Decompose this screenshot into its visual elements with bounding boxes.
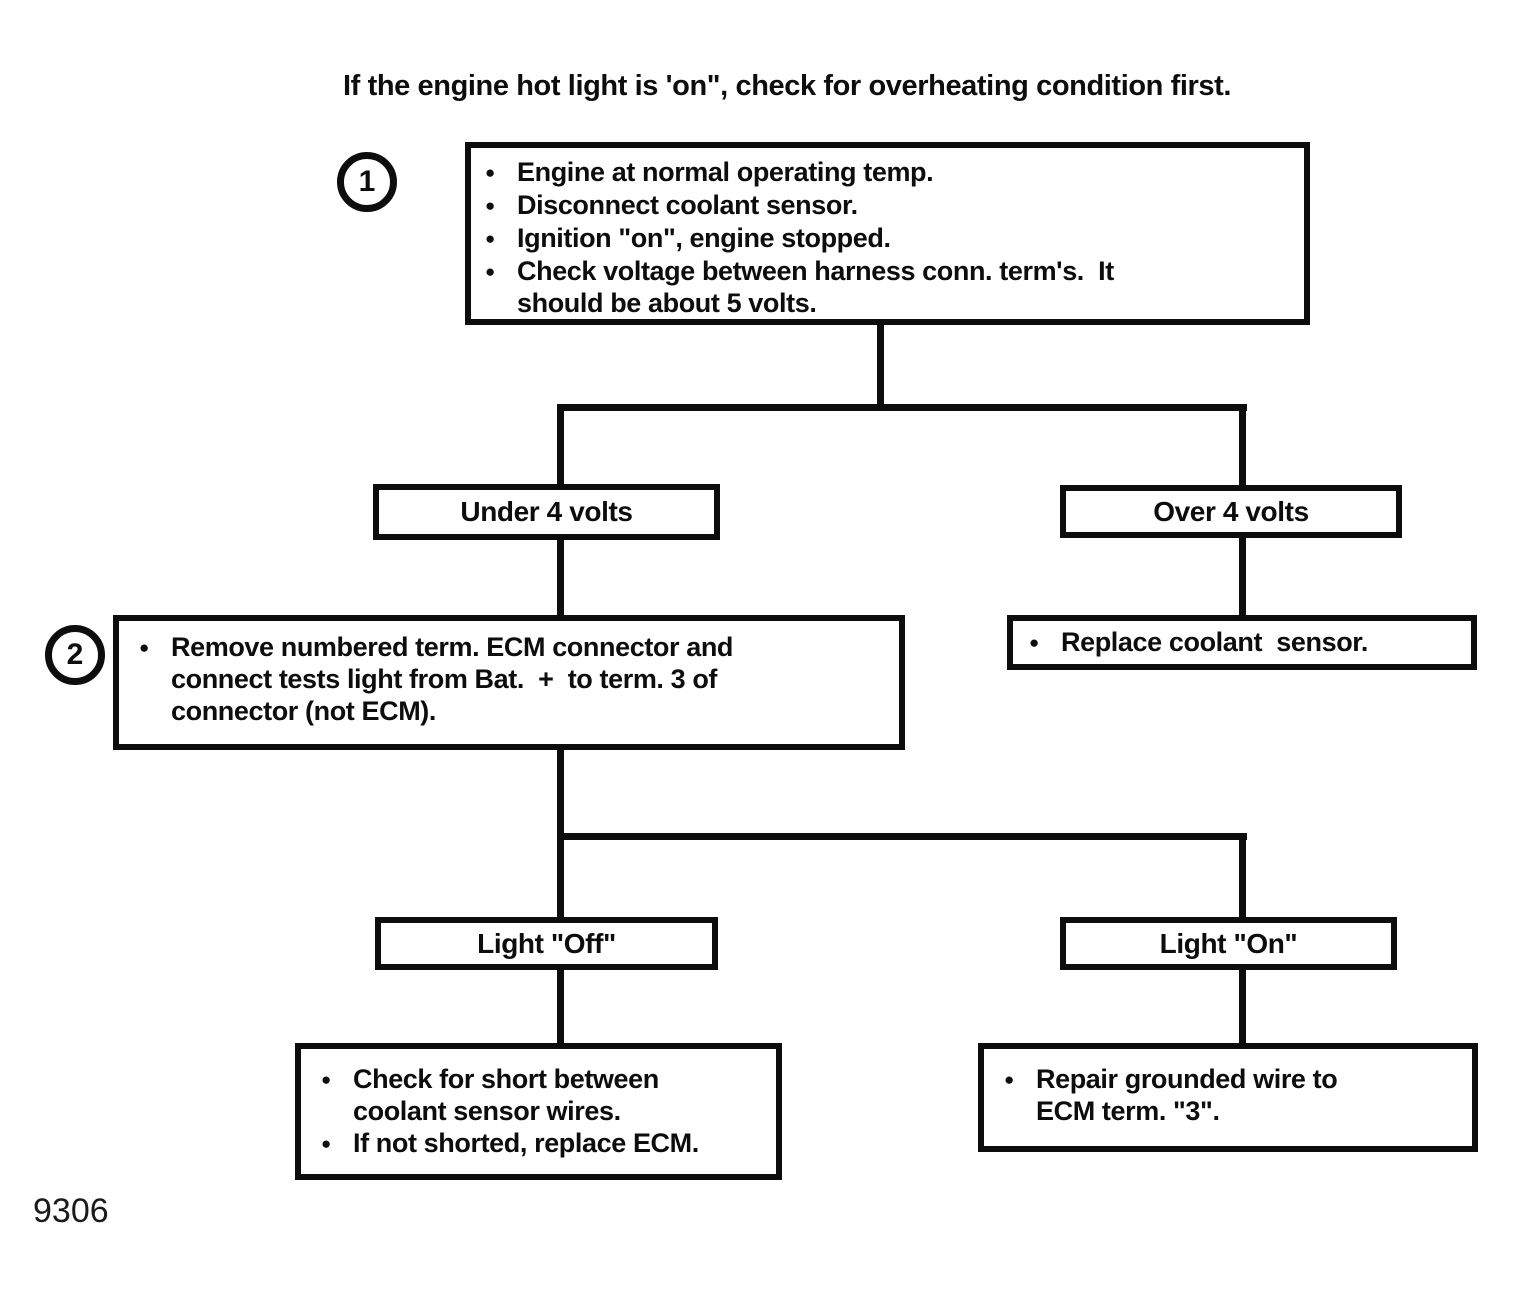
step-2-badge-number: 2 — [66, 638, 84, 671]
connector-over4-drop — [1239, 404, 1246, 485]
connector-lighton-to-repair — [1239, 970, 1246, 1043]
connector-step1-down — [877, 325, 884, 411]
bullet-item: ● Replace coolant sensor. — [1029, 626, 1368, 659]
action-replace-sensor: ● Replace coolant sensor. — [1007, 615, 1477, 670]
bullet-item: ● Disconnect coolant sensor. — [485, 189, 1298, 222]
connector-lightoff-to-check — [557, 970, 564, 1043]
branch-label: Light "Off" — [477, 927, 616, 959]
bullet-icon: ● — [485, 196, 496, 215]
connector-branch2-bar — [557, 833, 1247, 840]
bullet-item: ● If not shorted, replace ECM. — [321, 1127, 772, 1160]
bullet-text: Disconnect coolant sensor. — [517, 190, 858, 220]
bullet-item: ● Remove numbered term. ECM connector an… — [139, 631, 893, 727]
branch-over-4-volts: Over 4 volts — [1060, 485, 1402, 538]
bullet-icon: ● — [1029, 633, 1040, 652]
action-check-short: ● Check for short between coolant sensor… — [295, 1043, 782, 1180]
bullet-item: ● Repair grounded wire to ECM term. "3". — [1004, 1063, 1468, 1127]
bullet-text: Ignition "on", engine stopped. — [517, 223, 891, 253]
connector-over4-to-replace — [1239, 538, 1246, 615]
connector-under4-to-step2 — [557, 540, 564, 615]
connector-lightoff-drop — [557, 833, 564, 917]
bullet-item: ● Check for short between coolant sensor… — [321, 1063, 772, 1127]
bullet-item: ● Engine at normal operating temp. — [485, 156, 1298, 189]
bullet-icon: ● — [321, 1134, 332, 1153]
branch-under-4-volts: Under 4 volts — [373, 484, 720, 540]
connector-under4-drop — [557, 404, 564, 484]
bullet-icon: ● — [1004, 1070, 1015, 1089]
bullet-icon: ● — [485, 163, 496, 182]
branch-label: Under 4 volts — [460, 496, 633, 527]
action-repair-wire: ● Repair grounded wire to ECM term. "3". — [978, 1043, 1478, 1152]
step-1-badge: 1 — [337, 152, 397, 212]
step-2-badge: 2 — [45, 625, 105, 685]
bullet-text: Repair grounded wire to ECM term. "3". — [1036, 1064, 1338, 1126]
branch-light-off: Light "Off" — [375, 917, 718, 970]
bullet-text: If not shorted, replace ECM. — [353, 1128, 699, 1158]
figure-number: 9306 — [33, 1192, 109, 1230]
bullet-text: Engine at normal operating temp. — [517, 157, 934, 187]
bullet-icon: ● — [321, 1070, 332, 1089]
step-1-box: ● Engine at normal operating temp. ● Dis… — [465, 142, 1310, 325]
bullet-icon: ● — [485, 262, 496, 281]
bullet-text: Remove numbered term. ECM connector and … — [171, 632, 734, 726]
connector-lighton-drop — [1239, 833, 1246, 917]
bullet-item: ● Check voltage between harness conn. te… — [485, 255, 1298, 319]
bullet-icon: ● — [139, 638, 150, 657]
connector-step2-down — [557, 750, 564, 833]
flowchart-title: If the engine hot light is 'on", check f… — [343, 70, 1232, 102]
bullet-text: Check for short between coolant sensor w… — [353, 1064, 659, 1126]
bullet-item: ● Ignition "on", engine stopped. — [485, 222, 1298, 255]
step-2-box: ● Remove numbered term. ECM connector an… — [113, 615, 905, 750]
connector-branch1-bar — [557, 404, 1247, 411]
branch-light-on: Light "On" — [1060, 917, 1397, 970]
step-1-badge-number: 1 — [358, 165, 376, 198]
bullet-text: Replace coolant sensor. — [1061, 627, 1369, 657]
branch-label: Over 4 volts — [1153, 495, 1309, 527]
step-1-bullet-list: ● Engine at normal operating temp. ● Dis… — [485, 156, 1298, 319]
bullet-text: Check voltage between harness conn. term… — [517, 256, 1114, 318]
bullet-icon: ● — [485, 229, 496, 248]
branch-label: Light "On" — [1159, 927, 1298, 959]
